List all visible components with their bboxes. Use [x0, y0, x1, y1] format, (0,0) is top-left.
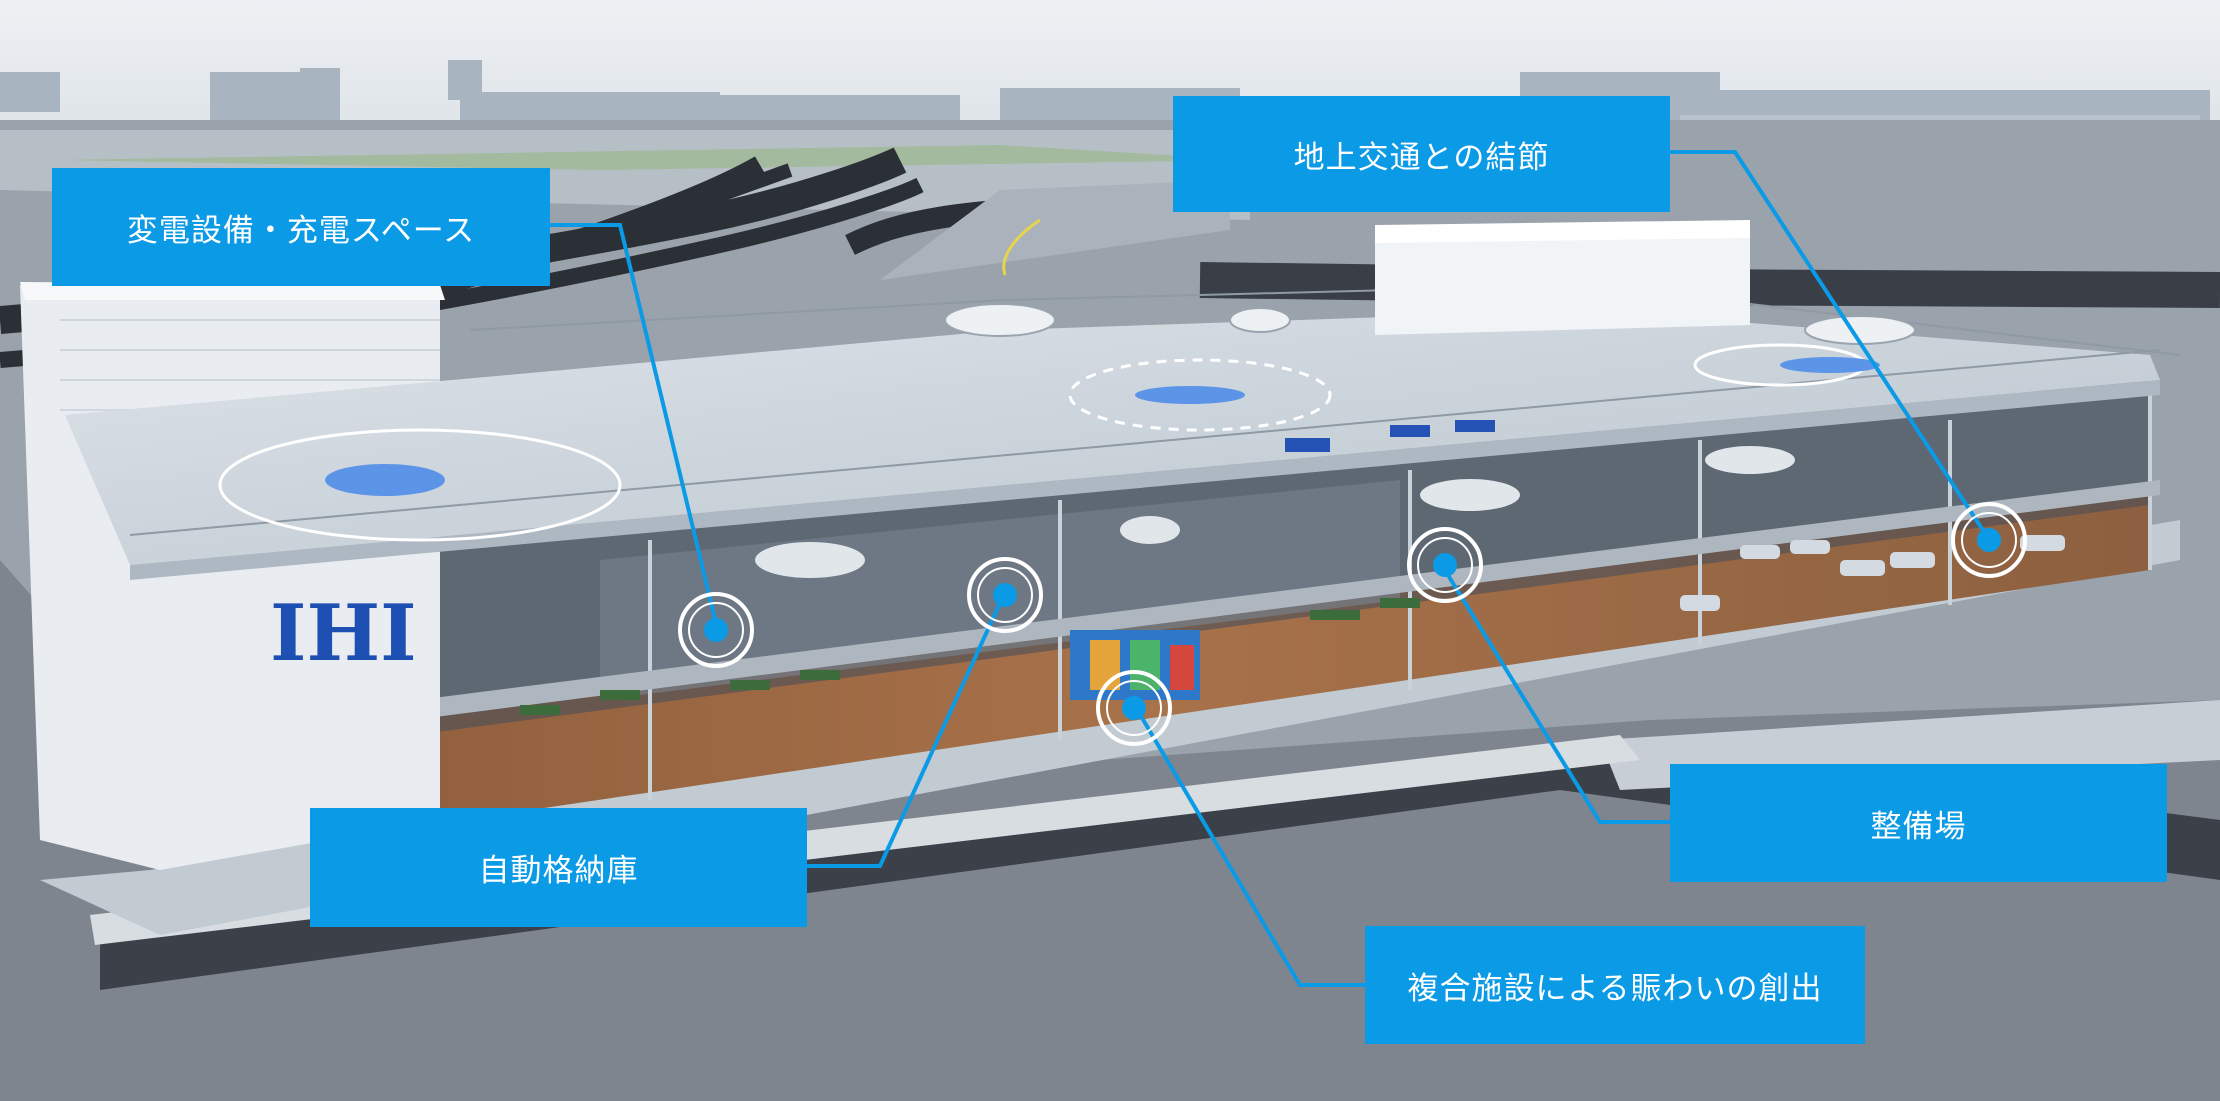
callout-substation: 変電設備・充電スペース — [52, 168, 550, 286]
callout-complex: 複合施設による賑わいの創出 — [1365, 926, 1865, 1044]
marker-ground-transport — [1951, 502, 2027, 578]
marker-maintenance — [1407, 527, 1483, 603]
marker-auto-storage — [967, 557, 1043, 633]
callout-ground-transport: 地上交通との結節 — [1173, 96, 1670, 212]
leader-lines — [550, 150, 1992, 987]
markers — [678, 502, 2027, 746]
callout-auto-storage: 自動格納庫 — [310, 808, 807, 927]
ihi-logo: IHI — [270, 588, 417, 679]
marker-substation — [678, 592, 754, 668]
marker-complex — [1096, 670, 1172, 746]
callout-maintenance: 整備場 — [1670, 764, 2167, 882]
